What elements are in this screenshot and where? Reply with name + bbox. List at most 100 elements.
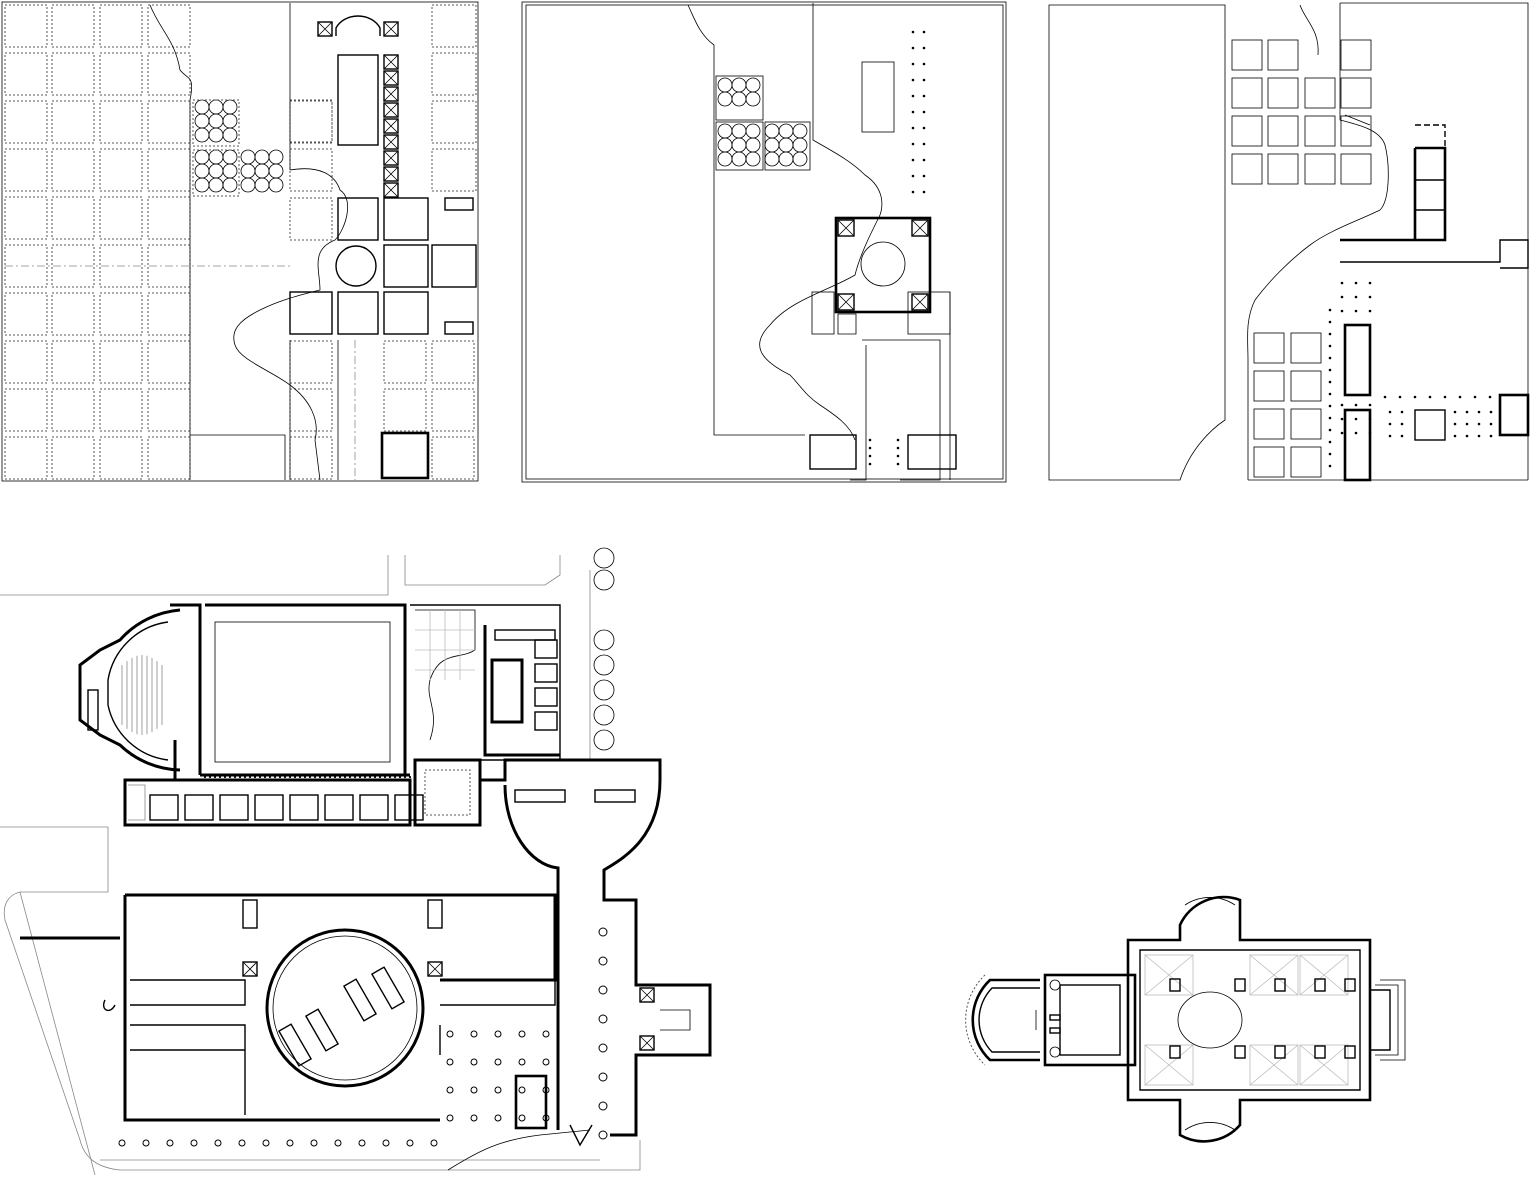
grid-block xyxy=(289,388,333,432)
column-dot xyxy=(896,454,900,458)
grid-block xyxy=(99,196,143,240)
grid-block xyxy=(431,148,477,192)
tree xyxy=(194,99,210,115)
column-box xyxy=(383,182,399,198)
column-dot xyxy=(1328,368,1332,372)
grid-block xyxy=(147,340,191,384)
hall-column xyxy=(542,1058,550,1066)
column-dot xyxy=(1489,422,1493,426)
classroom xyxy=(289,794,319,821)
column-cross xyxy=(383,150,399,166)
colonnade-column xyxy=(338,775,342,779)
column-dot xyxy=(1388,410,1392,414)
tree xyxy=(240,149,256,165)
hall-column xyxy=(494,1114,502,1122)
garden-plot xyxy=(1231,77,1263,109)
column-box xyxy=(383,166,399,182)
grid-block xyxy=(51,196,95,240)
colonnade-column xyxy=(218,775,222,779)
column-dot xyxy=(1398,395,1402,399)
column-dot xyxy=(896,462,900,466)
vault-bay xyxy=(1249,1044,1299,1086)
tree xyxy=(254,163,270,179)
portico-column xyxy=(406,1139,414,1147)
column-dot xyxy=(911,110,915,114)
colonnade-column xyxy=(233,775,237,779)
garden-plot xyxy=(1340,39,1372,71)
grid-block xyxy=(51,292,95,336)
colonnade-column xyxy=(398,775,402,779)
column-dot xyxy=(922,110,926,114)
hall-column xyxy=(518,1058,526,1066)
column-dot xyxy=(1400,422,1404,426)
office-room xyxy=(534,639,558,659)
column-cross xyxy=(383,54,399,70)
tree xyxy=(194,177,210,193)
colonnade-column xyxy=(313,775,317,779)
site-plan-panel-1 xyxy=(1,1,479,482)
column-dot xyxy=(1354,295,1358,299)
column-dot xyxy=(1340,309,1344,313)
portico-column xyxy=(310,1139,318,1147)
tree xyxy=(717,151,733,167)
colonnade-column xyxy=(248,775,252,779)
tree xyxy=(764,137,780,153)
colonnade-column xyxy=(222,603,226,607)
grid-block xyxy=(431,100,477,144)
street-tree xyxy=(593,654,615,676)
tree xyxy=(240,177,256,193)
colonnade-column xyxy=(253,775,257,779)
tree xyxy=(745,77,761,93)
portico-column xyxy=(190,1139,198,1147)
column-dot xyxy=(922,126,926,130)
colonnade-column xyxy=(358,603,362,607)
garden-plot xyxy=(1340,115,1372,147)
vault-bay xyxy=(1249,954,1299,996)
colonnade-column xyxy=(223,775,227,779)
tree xyxy=(731,77,747,93)
tree xyxy=(240,163,256,179)
grid-block xyxy=(4,100,48,144)
column-dot xyxy=(1477,410,1481,414)
grid-block xyxy=(289,100,333,144)
garden-plot xyxy=(1290,446,1322,478)
grid-block xyxy=(99,388,143,432)
classroom xyxy=(184,794,214,821)
tree-grove-outline xyxy=(715,121,764,171)
tree xyxy=(268,149,284,165)
column-dot xyxy=(1388,422,1392,426)
column-dot xyxy=(911,126,915,130)
tree xyxy=(222,113,238,129)
colonnade-column xyxy=(307,603,311,607)
site-plan-panel-3 xyxy=(1048,2,1530,482)
column-dot xyxy=(1368,295,1372,299)
hall-column xyxy=(470,1114,478,1122)
colonnade-column xyxy=(256,603,260,607)
tree xyxy=(222,163,238,179)
garden-plot xyxy=(1340,77,1372,109)
tree-grove-outline xyxy=(192,99,240,147)
tree xyxy=(717,77,733,93)
garden-plot xyxy=(1267,115,1299,147)
column-dot xyxy=(1328,464,1332,468)
classroom xyxy=(359,794,389,821)
grid-block xyxy=(99,4,143,48)
grid-block xyxy=(383,340,427,384)
vault-rib xyxy=(1299,954,1349,996)
street-tree xyxy=(593,679,615,701)
grid-block xyxy=(147,100,191,144)
nave-pier xyxy=(1314,1045,1326,1059)
grid-block xyxy=(4,244,48,288)
tree xyxy=(731,123,747,139)
column-dot xyxy=(1473,395,1477,399)
office-room xyxy=(534,687,558,707)
tree-grove-outline xyxy=(192,149,240,197)
column-dot xyxy=(922,142,926,146)
nave-pier xyxy=(1234,1045,1246,1059)
grid-block xyxy=(431,388,475,432)
colonnade-column xyxy=(403,775,407,779)
grid-block xyxy=(51,4,95,48)
column-cross xyxy=(383,182,399,198)
portico-column xyxy=(142,1139,150,1147)
